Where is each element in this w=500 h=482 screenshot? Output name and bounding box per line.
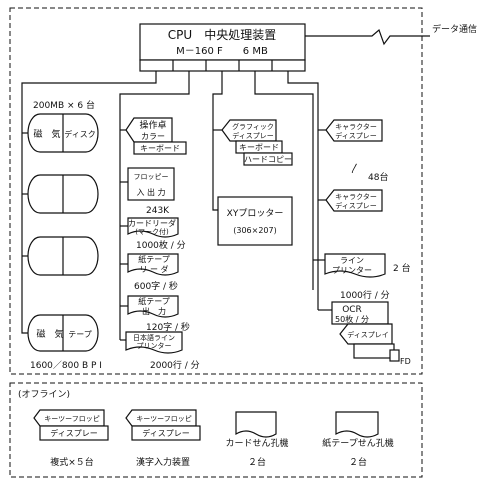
console-keyboard: キーボード	[140, 144, 180, 153]
line-printer-label-1: ライン	[340, 256, 364, 265]
floppy-spec: 243K	[146, 206, 170, 216]
cpu-block: CPU 中央処理装置 M－160 F 6 MB	[139, 23, 306, 72]
graphic-label-1: グラフィック	[232, 122, 274, 131]
offline-card-punch: カードせん孔機 ２台	[225, 411, 289, 468]
char-display-count: 48台	[368, 171, 388, 183]
graphic-keyboard: キーボード	[239, 143, 279, 152]
tape-reader-spec: 600字 / 秒	[134, 280, 178, 292]
offline-item-3-caption: カードせん孔機	[225, 437, 288, 449]
graphic-label-2: ディスプレー	[232, 131, 274, 140]
operator-console: 操作卓 カラー キーボード	[120, 117, 187, 155]
xy-plotter-label-2: (306×207)	[233, 226, 276, 235]
char-display-2-label-1: キャラクター	[335, 192, 377, 201]
line-printer: ライン プリンター 2 台 1000行 / 分	[324, 253, 411, 301]
line-printer-label-2: プリンター	[332, 266, 372, 275]
char-display-2-label-2: ディスプレー	[335, 201, 377, 210]
char-display-label-2: ディスプレー	[335, 131, 377, 140]
offline-paper-tape-punch: 紙テープせん孔機 ２台	[322, 411, 394, 468]
graphic-hardcopy: ハードコピー	[244, 155, 292, 164]
offline-item-3-count: ２台	[248, 456, 266, 468]
line-printer-count: 2 台	[393, 262, 411, 274]
tape-punch-label-1: 紙テープ	[138, 296, 170, 306]
xy-plotter: XYプロッター (306×207)	[217, 196, 293, 246]
tape-label-1: 磁 気	[36, 328, 63, 340]
tape-spec: 1600／800 B P I	[30, 360, 102, 371]
tape-punch-spec: 120字 / 秒	[146, 321, 190, 333]
card-reader: カードリーダ (マーク付) 1000枚 / 分	[120, 217, 186, 251]
tape-punch-label-2: 出 力	[142, 306, 166, 316]
char-display-label-1: キャラクター	[335, 122, 377, 131]
paper-tape-reader: 紙テープ リ ー ダ 600字 / 秒	[120, 253, 179, 292]
offline-item-1-caption: 複式×５台	[50, 456, 94, 468]
paper-tape-punch: 紙テープ 出 力 120字 / 秒	[120, 295, 190, 333]
disk-label-1: 磁 気	[33, 128, 60, 140]
magnetic-tape: 磁 気 テープ 1600／800 B P I	[27, 314, 102, 371]
ocr-reader: OCR 50枚 / 分 ディスプレイ FD	[331, 301, 411, 366]
offline-item-2-line2: ディスプレー	[142, 428, 189, 438]
character-display-2: キャラクター ディスプレー	[325, 189, 383, 212]
offline-item-4-count: ２台	[349, 456, 367, 468]
offline-header: (オフライン)	[18, 389, 70, 400]
data-comm-label: データ通信	[432, 23, 477, 35]
disk-unit: 磁 気 ディスク	[27, 113, 99, 153]
offline-item-2-line1: キーツーフロッピ	[136, 415, 191, 423]
ocr-display-label: ディスプレイ	[347, 330, 389, 339]
ocr-label-1: OCR	[342, 305, 362, 315]
japanese-line-printer: 日本語ライン プリンター 2000行 / 分	[120, 331, 200, 371]
ocr-fd-label: FD	[400, 357, 411, 366]
xy-plotter-label-1: XYプロッター	[227, 208, 284, 219]
offline-item-2-caption: 漢字入力装置	[136, 456, 190, 468]
disk-header: 200MB × 6 台	[33, 99, 95, 111]
card-reader-label-1: カードリーダ	[128, 218, 176, 228]
floppy-label-2: 入 出 力	[136, 187, 165, 197]
tape-reader-label-2: リ ー ダ	[139, 264, 168, 274]
floppy-io: フロッピー 入 出 力 243K	[120, 167, 175, 216]
console-label-2: カラー	[141, 132, 165, 141]
tape-label-2: テープ	[68, 330, 92, 339]
disk-label-2: ディスク	[64, 129, 95, 139]
offline-item-1-line2: ディスプレー	[50, 428, 97, 438]
tape-reader-label-1: 紙テープ	[138, 254, 170, 264]
card-reader-spec: 1000枚 / 分	[136, 239, 186, 251]
character-display-1: キャラクター ディスプレー	[325, 119, 383, 142]
offline-system-border	[9, 382, 423, 478]
console-label-1: 操作卓	[139, 119, 166, 131]
magnetic-disk-group: 200MB × 6 台 磁 気 ディスク	[22, 99, 99, 276]
jp-printer-spec: 2000行 / 分	[150, 359, 200, 371]
cpu-title: CPU 中央処理装置	[168, 27, 276, 42]
line-printer-spec: 1000行 / 分	[340, 289, 390, 301]
data-communication-line: データ通信	[305, 23, 477, 46]
ocr-label-2: 50枚 / 分	[335, 314, 369, 324]
graphic-display: グラフィック ディスプレー キーボード ハードコピー	[213, 119, 293, 166]
offline-key-to-floppy-1: キーツーフロッピ ディスプレー 複式×５台	[33, 409, 109, 468]
channel-lines	[21, 71, 332, 340]
offline-item-4-caption: 紙テープせん孔機	[322, 437, 393, 449]
cpu-model: M－160 F 6 MB	[176, 46, 268, 57]
card-reader-label-2: (マーク付)	[135, 227, 169, 236]
floppy-label-1: フロッピー	[134, 173, 169, 181]
offline-item-1-line1: キーツーフロッピ	[44, 415, 99, 423]
jp-printer-label-1: 日本語ライン	[133, 333, 175, 342]
char-display-continuation: 〳	[350, 163, 360, 175]
online-system-border	[9, 7, 423, 375]
offline-key-to-floppy-2: キーツーフロッピ ディスプレー 漢字入力装置	[125, 409, 201, 468]
jp-printer-label-2: プリンター	[137, 341, 172, 350]
